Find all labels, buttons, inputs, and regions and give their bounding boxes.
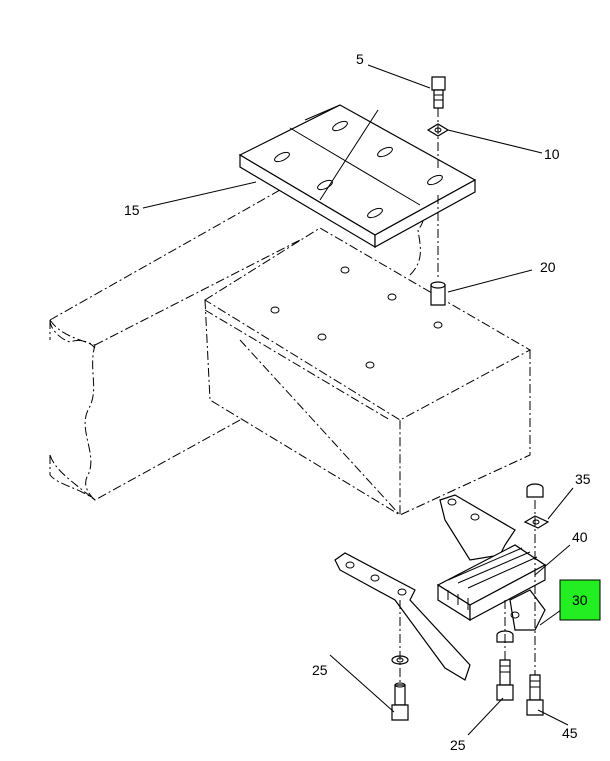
callout-25-mid: 25	[450, 737, 466, 753]
finned-clamp-40	[436, 544, 547, 622]
callout-30[interactable]: 30	[572, 592, 588, 608]
bracket-left	[334, 552, 471, 681]
highlight-box-30[interactable]	[559, 579, 601, 621]
nut-top-right	[526, 483, 544, 498]
leader-lines	[142, 64, 574, 736]
callout-15: 15	[124, 202, 140, 218]
washer-35	[523, 515, 550, 529]
callout-10: 10	[544, 146, 560, 162]
bolt-5	[431, 76, 446, 109]
box-top-holes	[270, 266, 443, 369]
callout-20: 20	[540, 259, 556, 275]
bolt-45	[526, 674, 544, 716]
spacer-20	[430, 281, 446, 306]
callout-40: 40	[572, 529, 588, 545]
bolt-25-mid	[496, 659, 514, 701]
callout-45: 45	[562, 725, 578, 741]
callout-5: 5	[356, 51, 364, 67]
callout-35: 35	[575, 471, 591, 487]
bolt-25-left	[391, 682, 409, 721]
frame-rail-phantom	[49, 189, 301, 501]
top-plate	[238, 104, 477, 249]
callout-25-left: 25	[312, 662, 328, 678]
bracket-right	[439, 494, 546, 631]
battery-box-phantom	[204, 199, 532, 516]
